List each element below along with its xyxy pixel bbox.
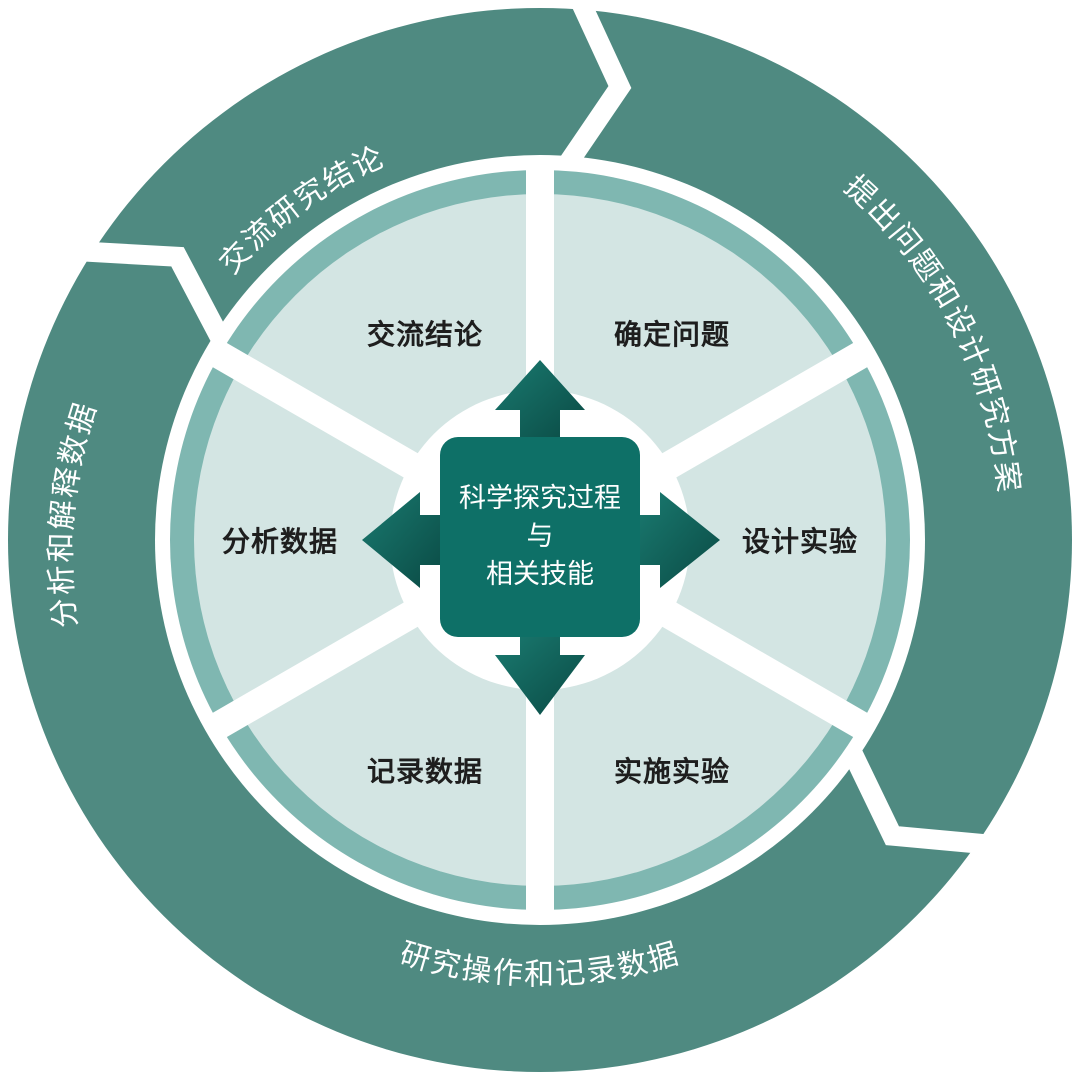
wedge-define-question: 确定问题 — [613, 318, 731, 351]
arrow-down-icon — [495, 635, 585, 715]
wedge-communicate: 交流结论 — [366, 318, 484, 351]
ring-chevrons — [77, 0, 993, 855]
wedge-conduct-experiment: 实施实验 — [613, 755, 731, 788]
chevron-notch-2 — [77, 241, 231, 346]
wedge-design-experiment: 设计实验 — [741, 525, 859, 558]
chevron-notch-1 — [841, 745, 993, 855]
center-line-3: 相关技能 — [486, 559, 594, 590]
wedge-record-data: 记录数据 — [366, 755, 484, 788]
arrow-left-icon — [362, 492, 442, 588]
center-line-1: 科学探究过程 — [459, 483, 621, 514]
center-line-2: 与 — [526, 521, 554, 552]
center-title-box: 科学探究过程 与 相关技能 — [440, 437, 640, 637]
center-arrows — [362, 360, 720, 715]
arrow-right-icon — [638, 492, 720, 588]
wedge-analyze-data: 分析数据 — [221, 525, 339, 558]
chevron-notch-0 — [557, 0, 632, 172]
arrow-up-icon — [495, 360, 585, 440]
